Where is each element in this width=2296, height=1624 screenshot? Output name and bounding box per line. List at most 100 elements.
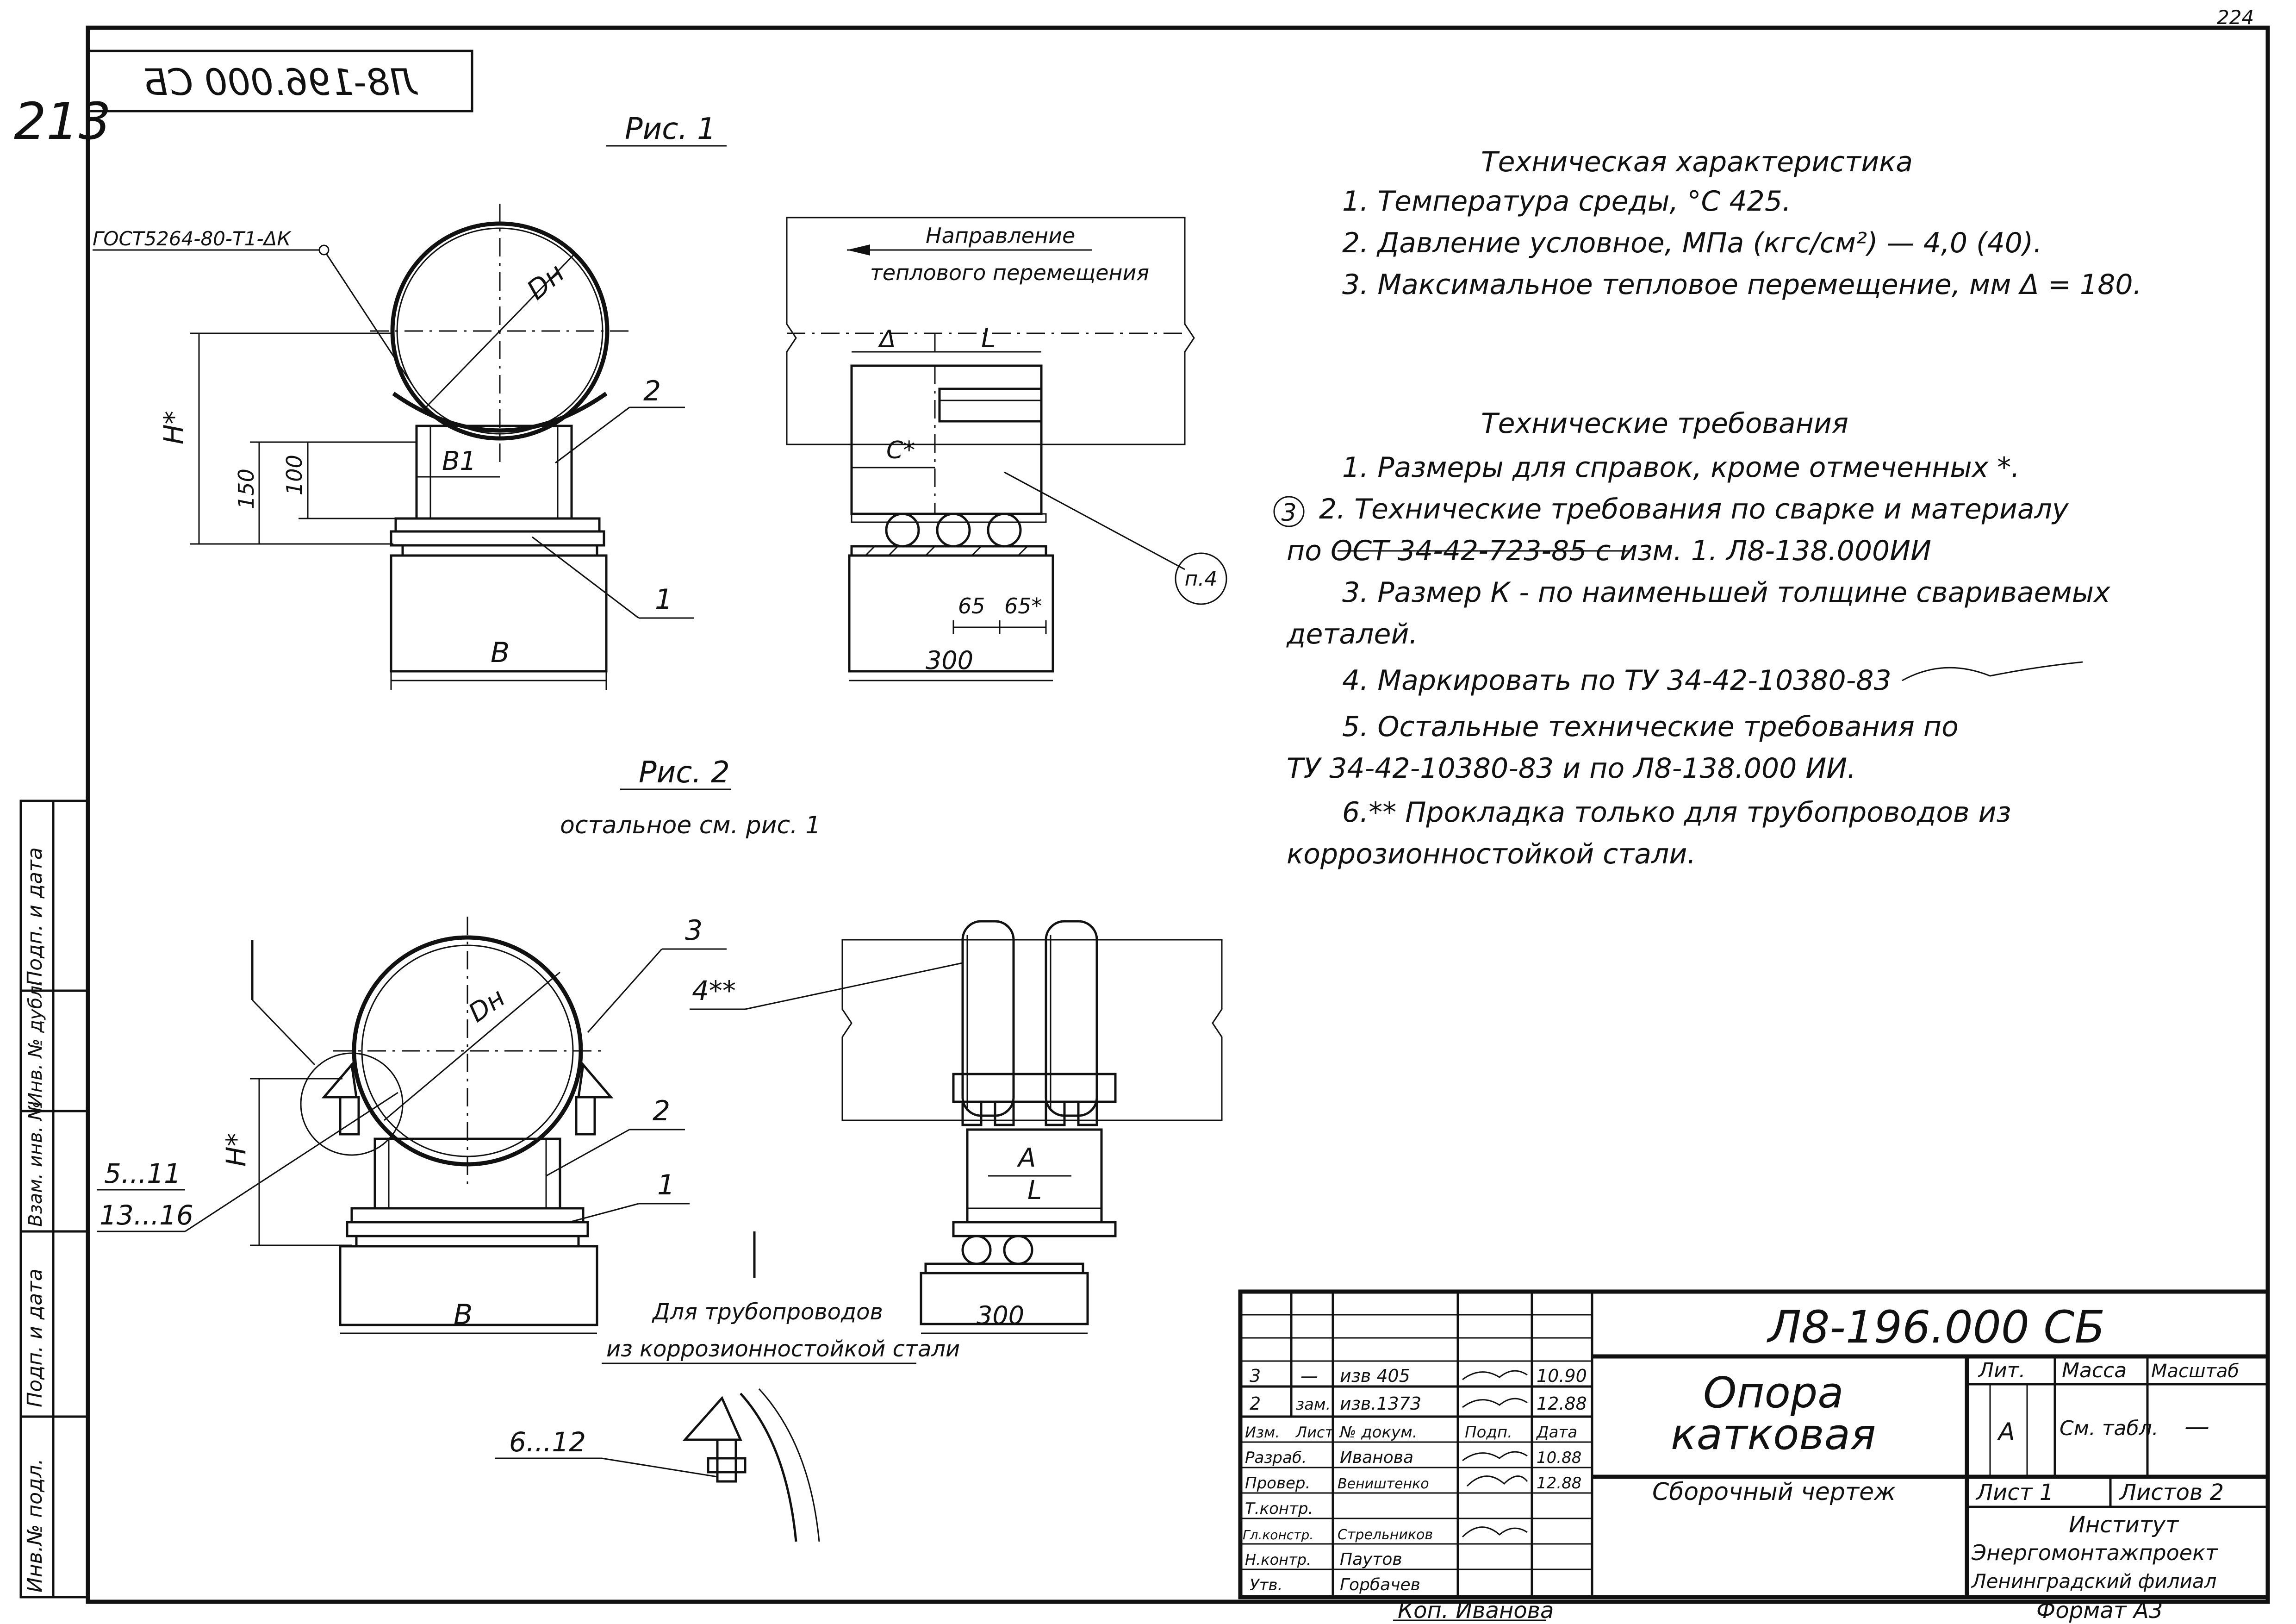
fig1-dim-300: 300 (926, 646, 973, 675)
rev-3-no: 3 (1250, 1366, 1261, 1386)
rev-2-sheet: зам. (1296, 1395, 1331, 1414)
name-razrab: Иванова (1340, 1448, 1413, 1467)
name-nkontr: Паутов (1340, 1550, 1402, 1569)
detail-i-note-2: из коррозионностойкой стали (606, 1336, 960, 1362)
org-line-3: Ленинградский филиал (1971, 1570, 2216, 1593)
tech-char-line-2: 2. Давление условное, МПа (кгс/см²) — 4,… (1342, 227, 2042, 259)
rev-3-sheet: — (1300, 1366, 1318, 1386)
fig2-l: L (1027, 1175, 1042, 1206)
detail-pos-6-12: 6...12 (509, 1426, 586, 1458)
lit-label: Лит. (1978, 1359, 2025, 1382)
detail-i-note-1: Для трубопроводов (652, 1299, 883, 1325)
fig2-subtitle: остальное см. рис. 1 (560, 812, 821, 839)
role-prover: Провер. (1245, 1474, 1310, 1493)
date-prover: 12.88 (1537, 1474, 1581, 1493)
title-block: 3 — изв 405 10.90 2 зам. изв.1373 12.88 … (1238, 1289, 2270, 1599)
product-name-2: катковая (1671, 1410, 1876, 1459)
scale-label: Масштаб (2151, 1361, 2239, 1382)
hdr-podp: Подп. (1465, 1423, 1512, 1442)
fig1-direction-label-1: Направление (926, 223, 1075, 248)
tech-req-line-1: 1. Размеры для справок, кроме отмеченных… (1342, 451, 2020, 484)
rev-2-doc: изв.1373 (1340, 1393, 1421, 1414)
tech-req-line-6: 4. Маркировать по ТУ 34-42-10380-83 (1342, 664, 1892, 697)
hdr-doc: № докум. (1339, 1423, 1418, 1442)
fig2-pos-4: 4** (692, 975, 736, 1006)
side-stamp: Инв.№ подл. Подп. и дата Взам. инв. № Ин… (19, 800, 89, 1599)
fig2-pos-5-11: 5...11 (104, 1158, 181, 1189)
fig1-dim-150: 150 (234, 468, 259, 509)
mass-label: Масса (2062, 1359, 2127, 1382)
fig1-dim-65b: 65* (1004, 593, 1042, 618)
fig2-b: B (454, 1299, 473, 1331)
tech-req-line-2: 2. Технические требования по сварке и ма… (1319, 493, 2069, 525)
sheet-number-handwritten: 213 (14, 92, 111, 151)
fig1-pos-2: 2 (643, 375, 661, 407)
tech-req-line-9: 6.** Прокладка только для трубопроводов … (1342, 796, 2011, 829)
fig1-side-view: Направление теплового перемещения Δ L C* (786, 217, 1227, 681)
signature-rev2 (1462, 1398, 1528, 1408)
mirrored-code: Л8-196.000 СБ (143, 62, 418, 104)
doc-type: Сборочный чертеж (1652, 1478, 1896, 1506)
fig1-l: L (981, 324, 996, 354)
tech-req-heading: Технические требования (1481, 407, 1848, 440)
fig1-c: C* (886, 437, 915, 464)
signature-rev3 (1462, 1370, 1528, 1380)
sheets-label: Листов 2 (2119, 1480, 2224, 1505)
fig1-pos-1: 1 (655, 583, 672, 616)
scale-value: — (2184, 1412, 2209, 1441)
detail-i: I Для трубопроводов из коррозионностойко… (495, 1231, 960, 1542)
name-glkonstr: Стрельников (1338, 1527, 1433, 1543)
fig1-dn: Dн (521, 257, 570, 306)
tech-char-line-3: 3. Максимальное тепловое перемещение, мм… (1342, 269, 2142, 301)
fig1-support-beam (390, 554, 608, 673)
fig2-side-view: A L 300 4** (690, 920, 1223, 1334)
revision-mark: 3 (1281, 499, 1296, 527)
tech-req-line-8: ТУ 34-42-10380-83 и по Л8-138.000 ИИ. (1287, 752, 1856, 785)
stamp-inv-podl: Инв.№ подл. (23, 1458, 47, 1593)
stamp-podp-data-2: Подп. и дата (23, 847, 47, 986)
fig1-direction-label-2: теплового перемещения (870, 260, 1149, 285)
fig2-title: Рис. 2 (639, 756, 730, 790)
fig1-h-dim: H* (158, 411, 189, 444)
fig1-note-p4: п.4 (1185, 567, 1218, 591)
fig2-pos-1: 1 (657, 1169, 675, 1201)
rev-2-date: 12.88 (1537, 1393, 1587, 1414)
tech-req-line-7: 5. Остальные технические требования по (1342, 711, 1959, 743)
fig1-b1: B1 (442, 446, 476, 476)
fig1-delta: Δ (877, 325, 896, 353)
rev-2-no: 2 (1250, 1393, 1261, 1414)
fig2-dn: Dн (463, 982, 511, 1028)
fig1-note-p4-circle (1175, 552, 1227, 605)
fig2-dim-300: 300 (977, 1301, 1024, 1330)
fig2-pos-13-16: 13...16 (100, 1199, 193, 1231)
tech-requirements: Технические требования 3 1. Размеры для … (1273, 407, 2110, 870)
role-glkonstr: Гл.констр. (1243, 1527, 1313, 1543)
fig1-title: Рис. 1 (625, 112, 716, 146)
date-razrab: 10.88 (1537, 1449, 1581, 1467)
org-line-1: Институт (2069, 1512, 2179, 1538)
role-nkontr: Н.контр. (1245, 1551, 1311, 1568)
tech-req-line-5: деталей. (1286, 618, 1418, 650)
mass-value: См. табл. (2060, 1417, 2159, 1440)
product-name-1: Опора (1703, 1368, 1844, 1418)
fig1-dim-65a: 65 (958, 593, 985, 618)
fig1-section-view: Рис. 1 Dн ГОСТ5264-80-Т1-ΔК H* 150 (93, 112, 727, 690)
fig1-dim-100: 100 (282, 455, 307, 495)
name-utv: Горбачев (1340, 1575, 1420, 1594)
signature-razrab (1462, 1451, 1528, 1462)
fig2-section-view: Рис. 2 остальное см. рис. 1 Dн H* B (97, 756, 821, 1334)
fig2-a: A (1017, 1143, 1036, 1173)
role-utv: Утв. (1250, 1576, 1282, 1594)
stamp-vzam-inv: Взам. инв. № (25, 1101, 46, 1227)
org-line-2: Энергомонтажпроект (1971, 1540, 2218, 1565)
tech-char-line-1: 1. Температура среды, °С 425. (1342, 185, 1791, 218)
hdr-list: Лист (1295, 1424, 1334, 1441)
fig2-pos-2: 2 (653, 1095, 670, 1127)
copied-by: Коп. Иванова (1398, 1598, 1554, 1624)
name-prover: Веништенко (1338, 1476, 1429, 1492)
page-number: 224 (2217, 6, 2254, 29)
stamp-inv-dubl: Инв. № дубл. (25, 980, 46, 1106)
fig1-b: B (491, 637, 510, 669)
fig1-weld-note: ГОСТ5264-80-Т1-ΔК (93, 227, 292, 250)
